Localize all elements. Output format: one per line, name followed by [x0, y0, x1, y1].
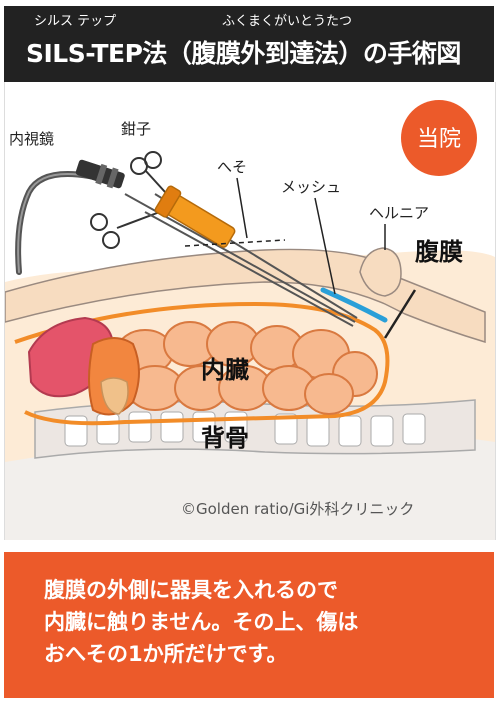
- clinic-badge-label: 当院: [417, 127, 461, 152]
- surgery-diagram: 当院 内視鏡 鉗子 へそ メッシュ ヘルニア 腹膜 内臓 背骨 ©Golden …: [4, 100, 495, 540]
- back-skin: [5, 431, 495, 540]
- endoscope-handle: [75, 159, 125, 189]
- hernia-bulge: [359, 247, 402, 297]
- navel-dashed-line: [184, 239, 286, 247]
- hernia-label: ヘルニア: [369, 204, 429, 222]
- title-ruby-sils-tep: シルス テップ: [34, 14, 117, 29]
- endoscope-label: 内視鏡: [9, 130, 54, 148]
- navel-label: へそ: [217, 158, 247, 176]
- surgery-illustration: 当院 内視鏡 鉗子 へそ メッシュ ヘルニア 腹膜 内臓 背骨 ©Golden …: [4, 82, 496, 540]
- title-header: [4, 6, 494, 82]
- peritoneum-label: 腹膜: [415, 238, 463, 266]
- title-ruby-peritoneal: ふくまくがいとうたつ: [222, 14, 353, 29]
- intestines: [116, 321, 378, 415]
- explanation-line-2: 内臓に触りません。その上、傷は: [44, 610, 359, 634]
- viscera-label: 内臓: [201, 356, 249, 384]
- explanation-text: 腹膜の外側に器具を入れるので 内臓に触りません。その上、傷は おへその1か所だけ…: [44, 574, 464, 670]
- mesh: [320, 287, 388, 323]
- mesh-label: メッシュ: [281, 178, 341, 196]
- copyright-text: ©Golden ratio/Gi外科クリニック: [181, 500, 414, 518]
- peritoneum-line: [14, 301, 390, 426]
- organ-kidney: [100, 377, 129, 415]
- mesh-pointer: [314, 197, 336, 295]
- forceps-handle-lower: [90, 209, 166, 249]
- trocar-port: [154, 185, 236, 248]
- endoscope-cable: [15, 171, 118, 275]
- forceps-handle-upper: [130, 151, 166, 193]
- page-title: SILS-TEP法（腹膜外到達法）の手術図: [26, 39, 461, 68]
- navel-pointer: [236, 177, 248, 239]
- forceps-label: 鉗子: [121, 120, 151, 138]
- clinic-badge: [401, 100, 477, 176]
- spine-label: 背骨: [201, 424, 249, 452]
- peritoneum-pointer: [383, 289, 417, 339]
- explanation-panel: [4, 552, 494, 698]
- explanation-line-3: おへその1か所だけです。: [44, 642, 288, 666]
- explanation-line-1: 腹膜の外側に器具を入れるので: [44, 578, 338, 602]
